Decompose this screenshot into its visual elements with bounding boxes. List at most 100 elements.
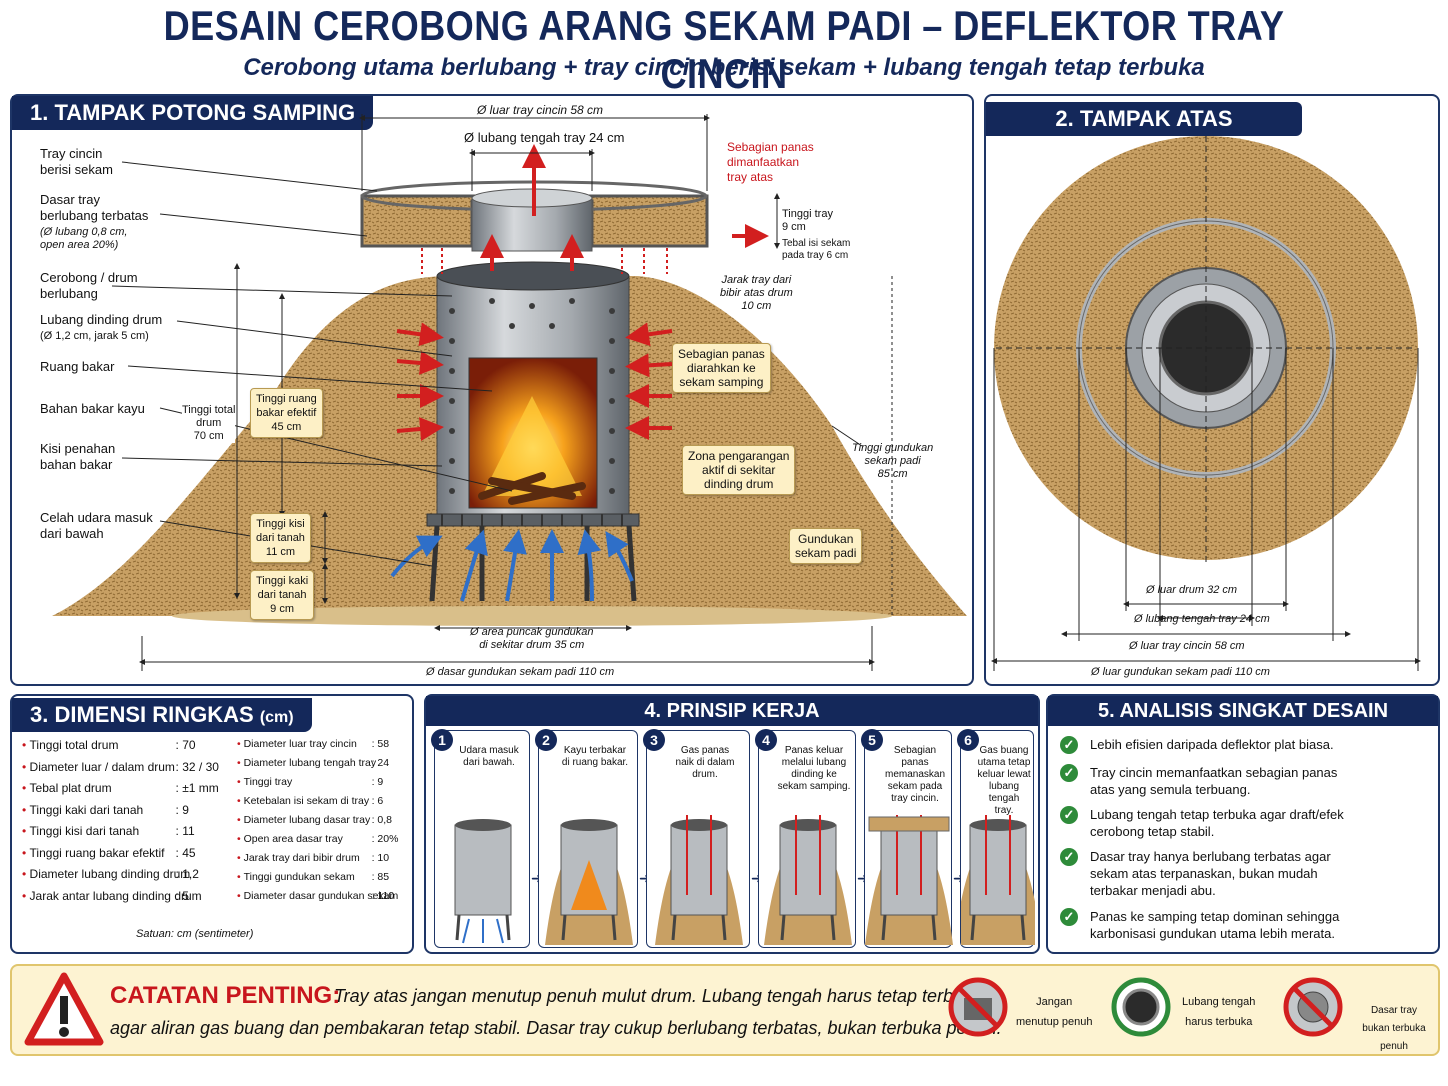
step-arrow-icon: ➜ — [751, 870, 763, 886]
top-dim-center-hole: Ø lubang tengah tray 24 cm — [1134, 613, 1270, 625]
dimension-value: : 0,8 — [371, 814, 393, 826]
step-text: Gas panas naik di dalam drum. — [675, 745, 735, 780]
note-line-2: agar aliran gas buang dan pembakaran tet… — [110, 1018, 1002, 1038]
dimension-row: • Tinggi kisi dari tanah: 11 — [22, 824, 217, 838]
bullet-icon: • — [22, 738, 30, 752]
step-illustration — [655, 815, 743, 945]
dimension-value: : 58 — [371, 738, 390, 750]
step-text: Kayu terbakar di ruang bakar. — [561, 745, 629, 768]
dimension-name: Tinggi ruang bakar efektif — [29, 845, 165, 860]
analysis-item: Lebih efisien daripada deflektor plat bi… — [1090, 737, 1334, 752]
bullet-icon: • — [237, 795, 244, 807]
step-illustration — [865, 815, 953, 945]
step-arrow-icon: ➜ — [857, 870, 869, 886]
label-heat-side: Sebagian panas diarahkan ke sekam sampin… — [672, 343, 771, 393]
grate — [426, 513, 640, 527]
label-wall-holes: Lubang dinding drum — [40, 312, 163, 327]
panel-analysis: 5. ANALISIS SINGKAT DESAIN ✓Lebih efisie… — [1046, 694, 1440, 954]
label-mound: Gundukan sekam padi — [789, 528, 863, 564]
dimension-row: • Tinggi tray: 9 — [237, 776, 412, 788]
dimension-value: : 6 — [371, 795, 384, 807]
dimension-name: Diameter luar / dalam drum — [29, 759, 175, 774]
important-note-banner: CATATAN PENTING: Tray atas jangan menutu… — [10, 964, 1440, 1056]
note-line-1: Tray atas jangan menutup penuh mulut dru… — [334, 986, 983, 1006]
bullet-icon: • — [237, 833, 244, 845]
panel-side-section: 1. TAMPAK POTONG SAMPING — [10, 94, 974, 686]
bullet-icon: • — [237, 814, 244, 826]
dim-outer-tray-label: Ø luar tray cincin 58 cm — [477, 103, 604, 117]
dimension-value: : 45 — [175, 845, 196, 860]
top-dim-drum: Ø luar drum 32 cm — [1146, 584, 1238, 596]
icon2-label: Lubang tengah harus terbuka — [1182, 996, 1256, 1028]
bullet-icon: • — [22, 802, 30, 817]
dimension-value: : 10 — [371, 852, 390, 864]
label-tray-base-detail: (Ø lubang 0,8 cm, open area 20%) — [40, 226, 128, 251]
label-mound-height: Tinggi gundukan sekam padi 85 cm — [852, 442, 934, 480]
step-number: 2 — [535, 729, 557, 751]
bullet-icon: • — [22, 845, 30, 860]
step-illustration — [961, 815, 1035, 945]
label-tray-height: Tinggi tray 9 cm — [782, 208, 833, 233]
dimension-value: : ±1 mm — [175, 781, 219, 795]
no-full-cover-icon — [948, 977, 1008, 1037]
panel-dimensions: 3. DIMENSI RINGKAS (cm) • Tinggi total d… — [10, 694, 414, 954]
dimension-value: : 70 — [175, 738, 196, 752]
label-grate-height: Tinggi kisi dari tanah 11 cm — [250, 513, 311, 563]
check-icon: ✓ — [1060, 736, 1078, 754]
dimension-row: • Diameter luar / dalam drum: 32 / 30 — [22, 759, 219, 774]
bullet-icon: • — [237, 871, 244, 883]
panel-top-view: 2. TAMPAK ATAS Ø luar drum 32 cm — [984, 94, 1440, 686]
dimension-name: Jarak antar lubang dinding drum — [29, 888, 202, 903]
dimension-row: • Tinggi total drum: 70 — [22, 738, 217, 752]
step-number: 6 — [957, 729, 979, 751]
dimension-row: • Tinggi kaki dari tanah: 9 — [22, 803, 217, 817]
step-arrow-icon: ➜ — [531, 870, 543, 886]
top-view-diagram — [991, 136, 1421, 671]
dimension-name: Tinggi tray — [243, 776, 293, 788]
dimension-value: : 20% — [371, 833, 399, 845]
dimension-row: • Diameter lubang tengah tray: 24 — [237, 757, 412, 769]
dimension-row: • Diameter lubang dasar tray: 0,8 — [237, 814, 412, 826]
dimension-name: Tinggi kaki dari tanah — [29, 802, 144, 817]
dimension-row: • Tebal plat drum: ±1 mm — [22, 781, 219, 795]
dimensions-note: Satuan: cm (sentimeter) — [136, 928, 254, 940]
analysis-item: Lubang tengah tetap terbuka agar draft/e… — [1090, 807, 1344, 839]
step-number: 5 — [861, 729, 883, 751]
dimension-value: : 110 — [371, 890, 395, 902]
dimension-row: • Diameter lubang dinding drum: 1,2 — [22, 867, 217, 881]
label-char-zone: Zona pengarangan aktif di sekitar dindin… — [682, 445, 796, 495]
no-open-base-icon — [1283, 977, 1343, 1037]
note-heading: CATATAN PENTING: — [110, 982, 341, 1009]
label-grate: Kisi penahan bahan bakar — [40, 441, 116, 472]
dimension-row: • Ketebalan isi sekam di tray: 6 — [237, 795, 412, 807]
label-tray-base: Dasar tray berlubang terbatas — [40, 192, 149, 223]
label-fuel: Bahan bakar kayu — [40, 401, 145, 416]
page-title: DESAIN CEROBONG ARANG SEKAM PADI – DEFLE… — [163, 2, 1285, 97]
dimension-value: : 1,2 — [175, 867, 199, 881]
check-icon: ✓ — [1060, 908, 1078, 926]
label-fill-thickness: Tebal isi sekam pada tray 6 cm — [782, 238, 851, 261]
open-center-icon — [1111, 977, 1171, 1037]
dimension-name: Diameter lubang dinding drum — [29, 867, 191, 881]
top-dim-outer-tray: Ø luar tray cincin 58 cm — [1129, 640, 1245, 652]
dimension-name: Diameter dasar gundukan sekam — [243, 890, 399, 902]
label-chamber: Ruang bakar — [40, 359, 115, 374]
label-tray-distance: Jarak tray dari bibir atas drum 10 cm — [720, 274, 793, 312]
label-air-gap: Celah udara masuk dari bawah — [40, 510, 153, 541]
label-heat-top: Sebagian panas dimanfaatkan tray atas — [727, 140, 814, 184]
dimension-row: • Open area dasar tray: 20% — [237, 833, 412, 845]
panel-side-section-title: 1. TAMPAK POTONG SAMPING — [12, 96, 374, 130]
label-tray: Tray cincin berisi sekam — [40, 146, 113, 177]
dimension-row: • Tinggi gundukan sekam: 85 — [237, 871, 412, 883]
icon3-label: Dasar tray bukan terbuka penuh — [1362, 1005, 1426, 1052]
label-total-height: Tinggi total drum 70 cm — [182, 404, 236, 443]
step-illustration — [454, 819, 512, 944]
dimension-value: : 32 / 30 — [175, 759, 219, 774]
top-dim-mound: Ø luar gundukan sekam padi 110 cm — [1091, 666, 1270, 678]
